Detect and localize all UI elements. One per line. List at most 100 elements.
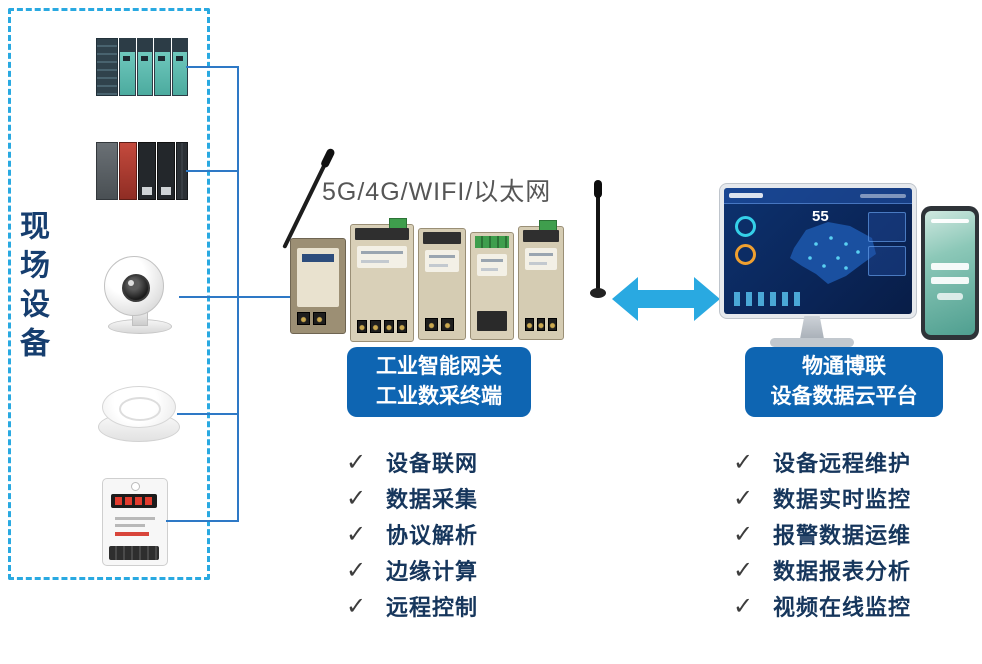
dashboard-menu-bar [860, 194, 906, 198]
ethernet-port [370, 320, 381, 333]
connector-line [186, 66, 237, 68]
dashboard-header-bar [724, 188, 912, 204]
check-icon: ✓ [733, 592, 754, 620]
gateway-unit [418, 228, 466, 340]
check-icon: ✓ [346, 520, 367, 548]
ethernet-port [396, 320, 407, 333]
ethernet-port [525, 318, 534, 331]
check-icon: ✓ [346, 484, 367, 512]
bidirectional-arrow-icon [612, 277, 720, 321]
cloud-title-box: 物通博联 设备数据云平台 [745, 347, 943, 417]
cloud-feature-list: ✓ 设备远程维护 ✓ 数据实时监控 ✓ 报警数据运维 ✓ 数据报表分析 ✓ 视频… [733, 444, 911, 624]
gateway-front-panel [297, 248, 339, 307]
meter-label-line [115, 524, 145, 527]
gateway-bottom-block [477, 311, 507, 331]
gateway-label-panel [425, 250, 459, 272]
cloud-title-line2: 设备数据云平台 [770, 385, 918, 408]
meter-label-line [115, 517, 155, 520]
phone-input-field [931, 277, 969, 284]
wifi-antenna-icon [282, 162, 328, 249]
smoke-detector-dome [102, 386, 176, 428]
gateway-unit [518, 220, 564, 340]
connector-line [177, 413, 237, 415]
meter-digital-display [111, 494, 157, 508]
dashboard-metric-value: 55 [812, 208, 829, 225]
plc-io-module [171, 38, 188, 96]
phone-screen [925, 211, 975, 335]
gauge-ring-icon [735, 244, 756, 265]
plc-io-module [138, 142, 156, 200]
check-icon: ✓ [346, 556, 367, 584]
gateway-title-line2: 工业数采终端 [376, 385, 502, 408]
connector-line [186, 170, 237, 172]
gateway-top-cap [523, 230, 559, 242]
ethernet-port [357, 320, 368, 333]
cellular-antenna-icon [590, 180, 606, 298]
dashboard-bar-chart [734, 292, 804, 306]
feature-label: 数据采集 [386, 487, 479, 512]
gauge-ring-icon [735, 216, 756, 237]
gateway-title-box: 工业智能网关 工业数采终端 [347, 347, 531, 417]
gateway-ports [525, 318, 558, 331]
gateway-top-cap [355, 228, 409, 240]
plc-cpu-module [119, 142, 137, 200]
monitor: 55 [720, 184, 916, 318]
smoke-detector-ring [119, 397, 161, 421]
phone [921, 206, 979, 340]
dashboard-panel [868, 212, 906, 242]
ethernet-port [383, 320, 394, 333]
plc-io-module [157, 142, 175, 200]
meter-red-label [115, 532, 149, 536]
meter-digit [125, 497, 132, 505]
feature-label: 报警数据运维 [773, 523, 912, 548]
check-icon: ✓ [733, 484, 754, 512]
ethernet-port [441, 318, 454, 331]
connector-bus-line [237, 66, 239, 522]
plc-device-green [96, 38, 188, 96]
gateway-label-panel [357, 246, 407, 268]
meter-digit [115, 497, 122, 505]
field-devices-box [8, 8, 210, 580]
feature-item: ✓ 报警数据运维 [733, 516, 911, 552]
plc-io-module [136, 38, 153, 96]
gateway-ports [425, 318, 459, 331]
feature-item: ✓ 设备联网 [346, 444, 478, 480]
ethernet-port [536, 318, 546, 331]
feature-label: 设备远程维护 [773, 451, 912, 476]
camera-head [104, 256, 164, 316]
gateway-top-cap [423, 232, 461, 244]
feature-label: 视频在线监控 [773, 595, 912, 620]
network-type-label: 5G/4G/WIFI/以太网 [322, 178, 552, 206]
gateway-ports [357, 320, 407, 333]
feature-label: 设备联网 [386, 451, 479, 476]
feature-item: ✓ 数据采集 [346, 480, 478, 516]
meter-terminal-block [109, 546, 159, 560]
field-devices-label: 现场设备 [15, 210, 48, 366]
ethernet-port [313, 312, 326, 325]
feature-item: ✓ 边缘计算 [346, 552, 478, 588]
check-icon: ✓ [346, 448, 367, 476]
feature-item: ✓ 远程控制 [346, 588, 478, 624]
connector-line [166, 520, 237, 522]
gateway-unit [290, 238, 346, 334]
feature-item: ✓ 设备远程维护 [733, 444, 911, 480]
meter-digit [135, 497, 142, 505]
camera-lens [122, 274, 150, 302]
meter-mount-hole [131, 482, 140, 491]
feature-label: 边缘计算 [386, 559, 479, 584]
phone-input-field [931, 263, 969, 270]
monitor-stand-neck [800, 316, 824, 339]
check-icon: ✓ [733, 520, 754, 548]
check-icon: ✓ [733, 556, 754, 584]
ethernet-port [297, 312, 310, 325]
feature-label: 数据实时监控 [773, 487, 912, 512]
dashboard-panel [868, 246, 906, 276]
dashboard-screen: 55 [724, 188, 912, 314]
energy-meter-device [102, 478, 168, 566]
plc-io-module [154, 38, 171, 96]
feature-item: ✓ 协议解析 [346, 516, 478, 552]
terminal-strip [475, 236, 509, 248]
feature-item: ✓ 数据报表分析 [733, 552, 911, 588]
meter-digit [145, 497, 152, 505]
